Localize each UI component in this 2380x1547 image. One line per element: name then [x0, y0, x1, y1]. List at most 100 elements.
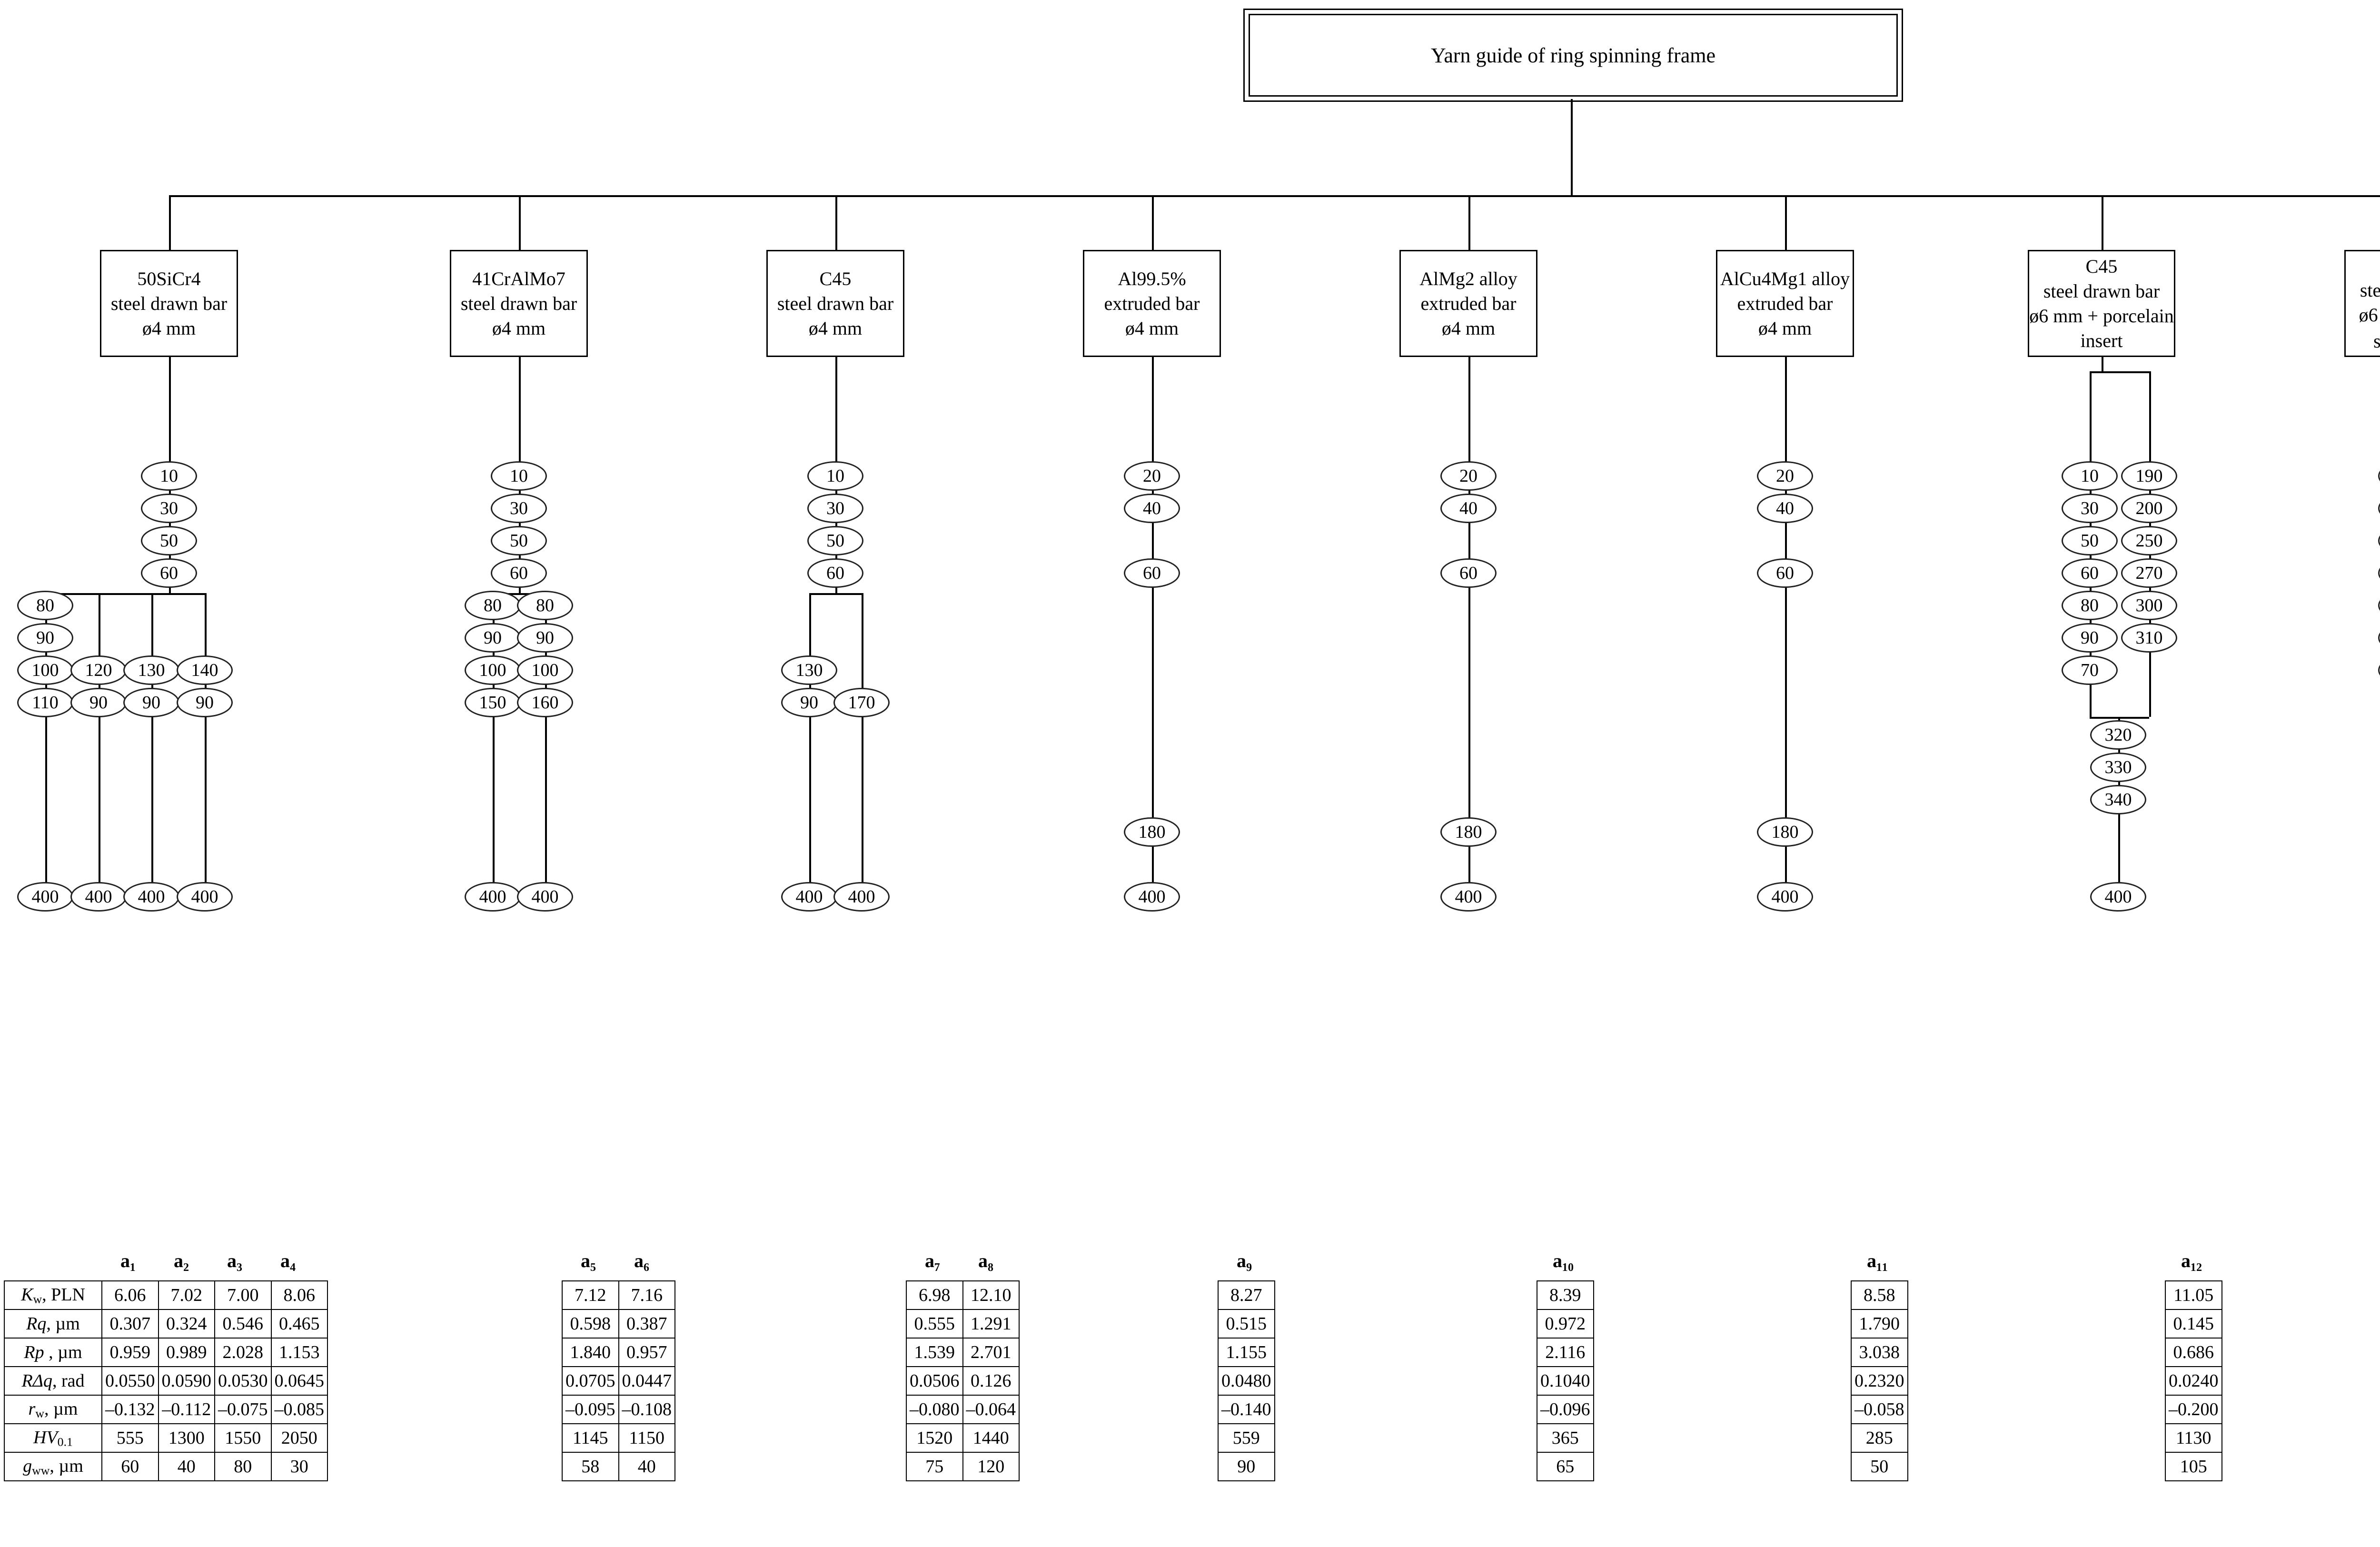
g2-trunk-node[interactable]: 50: [491, 526, 547, 555]
g7-left-node[interactable]: 10: [2062, 461, 2118, 491]
g1-trunk-node[interactable]: 60: [141, 558, 197, 588]
g3-trunk-node[interactable]: 30: [807, 494, 863, 523]
g2-node[interactable]: 100: [465, 655, 521, 685]
g7-right-node[interactable]: 190: [2121, 461, 2177, 491]
g7-right-node[interactable]: 310: [2121, 623, 2177, 653]
table-cell: 12.10: [962, 1280, 1020, 1310]
g8-left-node[interactable]: 30: [2378, 494, 2380, 523]
g1-node[interactable]: 120: [70, 655, 127, 685]
g1-node[interactable]: 100: [17, 655, 73, 685]
g7-right-node[interactable]: 250: [2121, 526, 2177, 555]
g1-node[interactable]: 90: [70, 688, 127, 717]
table-row-label: gww, µm: [4, 1452, 102, 1481]
g2-node[interactable]: 80: [517, 591, 573, 620]
g6-node[interactable]: 400: [1757, 882, 1813, 912]
g3-node[interactable]: 170: [833, 688, 890, 717]
g1-node[interactable]: 80: [17, 591, 73, 620]
g3-trunk-node[interactable]: 60: [807, 558, 863, 588]
g5-node[interactable]: 20: [1440, 461, 1497, 491]
g1-trunk-node[interactable]: 10: [141, 461, 197, 491]
g7-merge-node[interactable]: 340: [2090, 785, 2146, 814]
g6-node[interactable]: 180: [1757, 817, 1813, 847]
g8-left-node[interactable]: 50: [2378, 526, 2380, 555]
g2-node[interactable]: 90: [465, 623, 521, 653]
g1-node[interactable]: 140: [177, 655, 233, 685]
root-title-text: Yarn guide of ring spinning frame: [1431, 43, 1716, 67]
g6-node[interactable]: 40: [1757, 494, 1813, 523]
g7-left-node[interactable]: 90: [2062, 623, 2118, 653]
g7-left-node[interactable]: 50: [2062, 526, 2118, 555]
g4-node[interactable]: 40: [1124, 494, 1180, 523]
g7-left-node[interactable]: 70: [2062, 655, 2118, 685]
g1-node[interactable]: 400: [70, 882, 127, 912]
g6-node[interactable]: 60: [1757, 558, 1813, 588]
g1-node[interactable]: 400: [177, 882, 233, 912]
g1-trunk-node[interactable]: 50: [141, 526, 197, 555]
g7-left-node[interactable]: 60: [2062, 558, 2118, 588]
g8-left-node[interactable]: 60: [2378, 558, 2380, 588]
category-box-line: ø4 mm: [1758, 317, 1812, 339]
g7-left-link: [2090, 605, 2092, 638]
g7-merge-node[interactable]: 400: [2090, 882, 2146, 912]
g1-node[interactable]: 400: [123, 882, 179, 912]
g3-trunk-node[interactable]: 50: [807, 526, 863, 555]
g2-node[interactable]: 100: [517, 655, 573, 685]
g4-node[interactable]: 20: [1124, 461, 1180, 491]
g2-node[interactable]: 80: [465, 591, 521, 620]
g7-right-node[interactable]: 300: [2121, 591, 2177, 620]
table-cell: 2.028: [214, 1338, 272, 1367]
g1-node[interactable]: 130: [123, 655, 179, 685]
g1-trunk-node[interactable]: 30: [141, 494, 197, 523]
g6-node[interactable]: 20: [1757, 461, 1813, 491]
g8-left-node[interactable]: 10: [2378, 461, 2380, 491]
g4-node[interactable]: 400: [1124, 882, 1180, 912]
g2-node[interactable]: 90: [517, 623, 573, 653]
g2-node[interactable]: 400: [465, 882, 521, 912]
g8-left-node[interactable]: 80: [2378, 591, 2380, 620]
g7-right-node[interactable]: 200: [2121, 494, 2177, 523]
g2-trunk-node[interactable]: 10: [491, 461, 547, 491]
g7-right-node[interactable]: 270: [2121, 558, 2177, 588]
g3-node[interactable]: 90: [781, 688, 837, 717]
g1-node[interactable]: 90: [17, 623, 73, 653]
g7-merge-node[interactable]: 320: [2090, 720, 2146, 750]
g2-node[interactable]: 400: [517, 882, 573, 912]
g5-node[interactable]: 60: [1440, 558, 1497, 588]
g6-link: [1785, 476, 1787, 508]
g2-trunk-node[interactable]: 60: [491, 558, 547, 588]
g4-node[interactable]: 180: [1124, 817, 1180, 847]
g1-node[interactable]: 90: [123, 688, 179, 717]
g3-node[interactable]: 130: [781, 655, 837, 685]
g7-merge-node[interactable]: 330: [2090, 753, 2146, 782]
g1-node[interactable]: 400: [17, 882, 73, 912]
g1-node[interactable]: 90: [177, 688, 233, 717]
g2-node[interactable]: 150: [465, 688, 521, 717]
g2-link: [519, 541, 521, 573]
table-cell: 1440: [962, 1423, 1020, 1453]
g7-left-merge: [2090, 670, 2092, 717]
g3-trunk-node[interactable]: 10: [807, 461, 863, 491]
g5-node[interactable]: 180: [1440, 817, 1497, 847]
g8-left-node[interactable]: 70: [2378, 655, 2380, 685]
g2-trunk-node[interactable]: 30: [491, 494, 547, 523]
g5-node[interactable]: 40: [1440, 494, 1497, 523]
g5-node[interactable]: 400: [1440, 882, 1497, 912]
g3-link: [835, 476, 837, 508]
g2-node[interactable]: 160: [517, 688, 573, 717]
g3-node[interactable]: 400: [781, 882, 837, 912]
g4-node[interactable]: 60: [1124, 558, 1180, 588]
table-cell: 8.06: [270, 1280, 328, 1310]
g1-node[interactable]: 110: [17, 688, 73, 717]
g8-left-node[interactable]: 90: [2378, 623, 2380, 653]
g7-left-node[interactable]: 30: [2062, 494, 2118, 523]
g7-left-node[interactable]: 80: [2062, 591, 2118, 620]
g3-node[interactable]: 400: [833, 882, 890, 912]
